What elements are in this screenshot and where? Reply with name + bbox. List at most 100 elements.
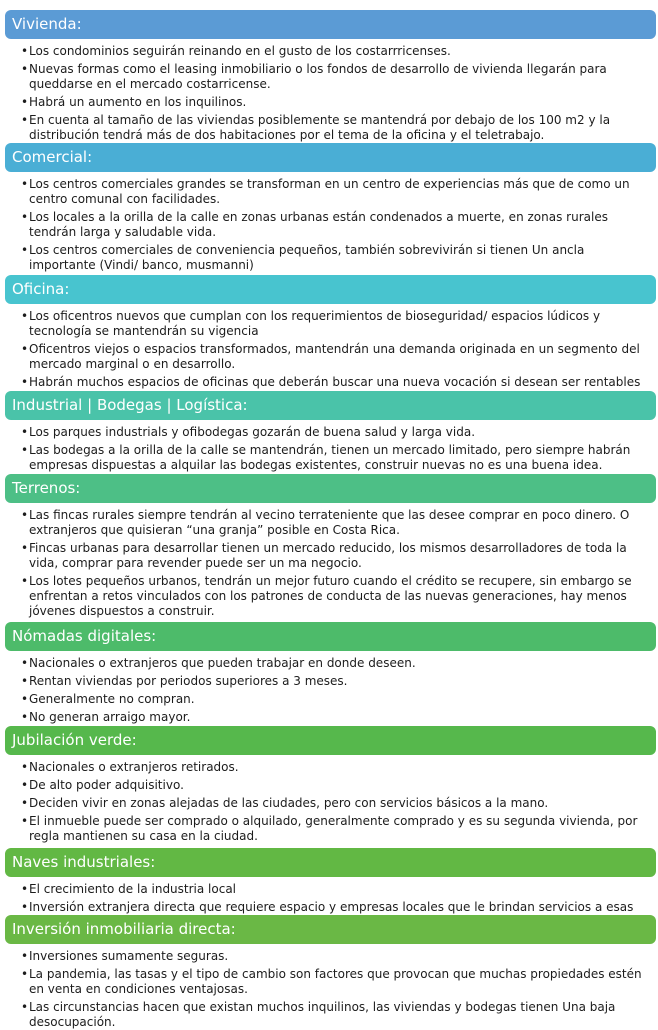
list-item: •Fincas urbanas para desarrollar tienen … (5, 541, 656, 571)
list-item-text: Fincas urbanas para desarrollar tienen u… (29, 541, 627, 570)
list-item-text: El crecimiento de la industria local (29, 882, 237, 896)
list-item-text: Los centros comerciales grandes se trans… (29, 177, 630, 206)
list-item-text: El inmueble puede ser comprado o alquila… (29, 814, 638, 843)
list-item: •Rentan viviendas por periodos superiore… (5, 674, 656, 689)
list-item-text: Los locales a la orilla de la calle en z… (29, 210, 608, 239)
list-item: •Nacionales o extranjeros retirados. (5, 760, 656, 775)
section-header: Comercial: (5, 143, 656, 172)
list-item-text: En cuenta al tamaño de las viviendas pos… (29, 113, 611, 142)
section-header: Terrenos: (5, 474, 656, 503)
list-item-text: Las circunstancias hacen que existan muc… (29, 1000, 616, 1029)
bullet-icon: • (21, 425, 29, 439)
section-header: Oficina: (5, 275, 656, 304)
list-item: •Nacionales o extranjeros que pueden tra… (5, 656, 656, 671)
bullet-icon: • (21, 710, 29, 724)
bullet-list: •Las fincas rurales siempre tendrán al v… (5, 508, 656, 619)
bullet-icon: • (21, 508, 29, 522)
list-item: •Los parques industrials y ofibodegas go… (5, 425, 656, 440)
bullet-list: •Nacionales o extranjeros retirados.•De … (5, 760, 656, 844)
list-item-text: Los condominios seguirán reinando en el … (29, 44, 451, 58)
bullet-icon: • (21, 342, 29, 356)
section: Industrial | Bodegas | Logística: •Los pa… (5, 391, 656, 473)
bullet-icon: • (21, 1000, 29, 1014)
list-item: •Deciden vivir en zonas alejadas de las … (5, 796, 656, 811)
section: Naves industriales: •El crecimiento de la… (5, 848, 656, 930)
section: Vivienda:•Los condominios seguirán reina… (5, 10, 656, 143)
list-item-text: Las fincas rurales siempre tendrán al ve… (29, 508, 630, 537)
section-header: Industrial | Bodegas | Logística: (5, 391, 656, 420)
list-item-text: Oficentros viejos o espacios transformad… (29, 342, 640, 371)
bullet-icon: • (21, 967, 29, 981)
bullet-icon: • (21, 692, 29, 706)
list-item: •Habrá un aumento en los inquilinos. (5, 95, 656, 110)
bullet-icon: • (21, 778, 29, 792)
list-item-text: Los lotes pequeños urbanos, tendrán un m… (29, 574, 632, 618)
list-item-text: Nuevas formas como el leasing inmobiliar… (29, 62, 607, 91)
bullet-icon: • (21, 760, 29, 774)
list-item-text: Generalmente no compran. (29, 692, 195, 706)
section-header: Naves industriales: (5, 848, 656, 877)
list-item: •Generalmente no compran. (5, 692, 656, 707)
list-item: •Las circunstancias hacen que existan mu… (5, 1000, 656, 1030)
list-item: •Los condominios seguirán reinando en el… (5, 44, 656, 59)
list-item: •El crecimiento de la industria local (5, 882, 656, 897)
list-item: •Los oficentros nuevos que cumplan con l… (5, 309, 656, 339)
bullet-icon: • (21, 177, 29, 191)
list-item: •En cuenta al tamaño de las viviendas po… (5, 113, 656, 143)
list-item: •Los centros comerciales de conveniencia… (5, 243, 656, 273)
list-item-text: De alto poder adquisitivo. (29, 778, 184, 792)
list-item: •Oficentros viejos o espacios transforma… (5, 342, 656, 372)
bullet-list: •Inversiones sumamente seguras.•La pande… (5, 949, 656, 1030)
bullet-list: •Los centros comerciales grandes se tran… (5, 177, 656, 273)
list-item-text: Los parques industrials y ofibodegas goz… (29, 425, 476, 439)
list-item: •Los lotes pequeños urbanos, tendrán un … (5, 574, 656, 619)
bullet-icon: • (21, 95, 29, 109)
bullet-icon: • (21, 900, 29, 914)
list-item-text: Los centros comerciales de conveniencia … (29, 243, 585, 272)
section-header: Vivienda: (5, 10, 656, 39)
section: Inversión inmobiliaria directa:•Inversio… (5, 915, 656, 1030)
section: Oficina:•Los oficentros nuevos que cumpl… (5, 275, 656, 405)
list-item: •Nuevas formas como el leasing inmobilia… (5, 62, 656, 92)
list-item-text: La pandemia, las tasas y el tipo de camb… (29, 967, 642, 996)
list-item: •No generan arraigo mayor. (5, 710, 656, 725)
list-item-text: Rentan viviendas por periodos superiores… (29, 674, 348, 688)
list-item-text: Nacionales o extranjeros que pueden trab… (29, 656, 416, 670)
section-header: Inversión inmobiliaria directa: (5, 915, 656, 944)
bullet-icon: • (21, 44, 29, 58)
bullet-icon: • (21, 796, 29, 810)
section: Terrenos:•Las fincas rurales siempre ten… (5, 474, 656, 619)
section-header: Jubilación verde: (5, 726, 656, 755)
list-item: •Las fincas rurales siempre tendrán al v… (5, 508, 656, 538)
list-item-text: Nacionales o extranjeros retirados. (29, 760, 239, 774)
list-item: •De alto poder adquisitivo. (5, 778, 656, 793)
list-item: •Los centros comerciales grandes se tran… (5, 177, 656, 207)
bullet-icon: • (21, 574, 29, 588)
bullet-icon: • (21, 243, 29, 257)
list-item-text: No generan arraigo mayor. (29, 710, 191, 724)
bullet-icon: • (21, 62, 29, 76)
bullet-icon: • (21, 674, 29, 688)
bullet-icon: • (21, 375, 29, 389)
section-header: Nómadas digitales: (5, 622, 656, 651)
bullet-icon: • (21, 949, 29, 963)
bullet-icon: • (21, 814, 29, 828)
list-item-text: Los oficentros nuevos que cumplan con lo… (29, 309, 601, 338)
bullet-icon: • (21, 656, 29, 670)
bullet-icon: • (21, 210, 29, 224)
list-item: •La pandemia, las tasas y el tipo de cam… (5, 967, 656, 997)
bullet-icon: • (21, 309, 29, 323)
list-item: •El inmueble puede ser comprado o alquil… (5, 814, 656, 844)
bullet-list: •Los oficentros nuevos que cumplan con l… (5, 309, 656, 405)
bullet-icon: • (21, 113, 29, 127)
list-item-text: Deciden vivir en zonas alejadas de las c… (29, 796, 549, 810)
list-item: •Las bodegas a la orilla de la calle se … (5, 443, 656, 473)
bullet-list: •Nacionales o extranjeros que pueden tra… (5, 656, 656, 725)
list-item: •Inversiones sumamente seguras. (5, 949, 656, 964)
list-item-text: Las bodegas a la orilla de la calle se m… (29, 443, 631, 472)
list-item-text: Inversiones sumamente seguras. (29, 949, 229, 963)
list-item-text: Habrá un aumento en los inquilinos. (29, 95, 247, 109)
section: Nómadas digitales:•Nacionales o extranje… (5, 622, 656, 725)
bullet-list: •Los parques industrials y ofibodegas go… (5, 425, 656, 473)
bullet-icon: • (21, 541, 29, 555)
